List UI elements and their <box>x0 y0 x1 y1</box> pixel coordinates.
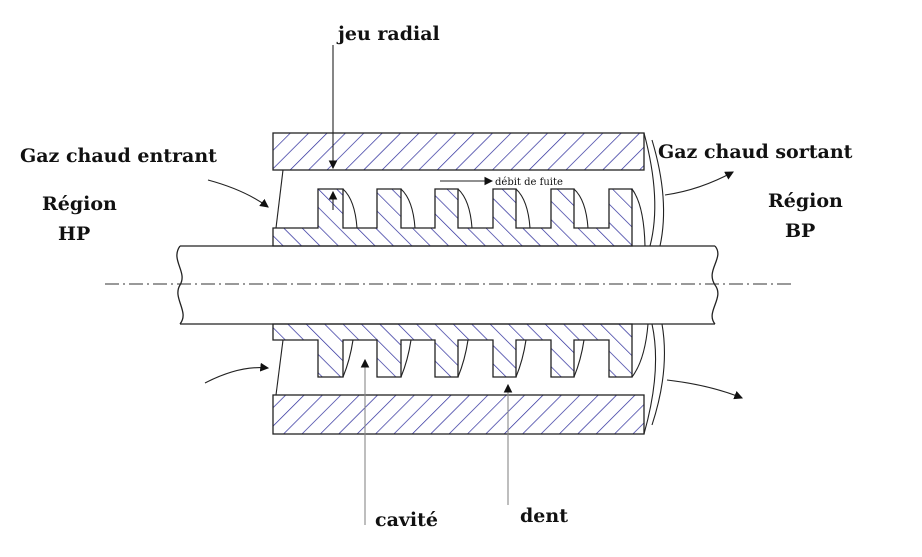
lower-rotor <box>272 323 633 378</box>
label-region-hp-1: Région <box>42 193 117 215</box>
label-debit-fuite: débit de fuite <box>495 177 563 188</box>
label-region-bp-1: Région <box>768 190 843 212</box>
label-jeu-radial: jeu radial <box>336 23 440 45</box>
upper-rotor <box>272 188 633 247</box>
tooth-profiles <box>275 132 665 435</box>
label-dent: dent <box>520 505 568 527</box>
label-gaz-sortant: Gaz chaud sortant <box>658 141 853 163</box>
lower-casing <box>272 394 645 435</box>
upper-casing <box>272 132 645 171</box>
label-cavite: cavité <box>375 509 438 531</box>
shaft <box>176 245 719 325</box>
label-gaz-entrant: Gaz chaud entrant <box>20 145 217 167</box>
label-region-bp-2: BP <box>785 220 815 242</box>
label-region-hp-2: HP <box>58 223 90 245</box>
annotation-arrows <box>204 45 744 525</box>
